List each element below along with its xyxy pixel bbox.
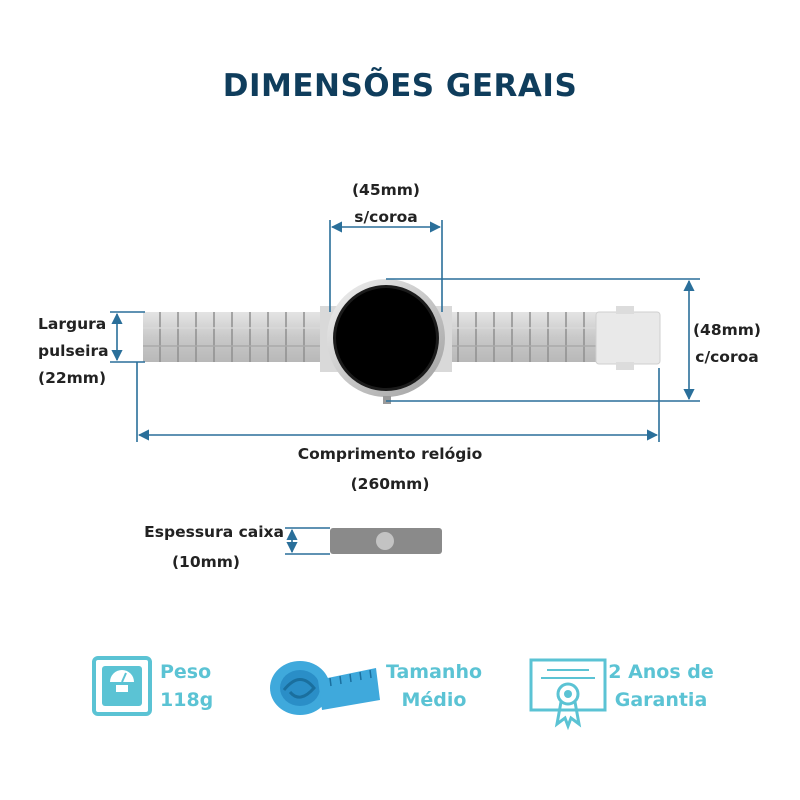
watch-case: [327, 279, 445, 404]
band-value: (22mm): [38, 369, 107, 387]
feature-weight: Peso 118g: [160, 658, 213, 714]
thickness-label: Espessura caixa (10mm): [128, 519, 284, 576]
length-text: Comprimento relógio: [297, 445, 483, 463]
watch-screen: [336, 288, 436, 388]
measuring-tape-icon: [270, 661, 380, 715]
watch-case-side-profile: [330, 528, 442, 554]
thickness-text: Espessura caixa: [144, 523, 284, 541]
thickness-value: (10mm): [171, 553, 241, 571]
page-title: DIMENSÕES GERAIS: [222, 68, 578, 104]
band-width-label: Largura pulseira (22mm): [38, 311, 109, 392]
height-note: c/coroa: [695, 348, 759, 366]
feature-warranty-line2: Garantia: [614, 689, 708, 711]
feature-warranty-line1: 2 Anos de: [608, 661, 714, 683]
watch-band-right: [440, 306, 661, 370]
feature-size: Tamanho Médio: [382, 658, 486, 714]
feature-warranty: 2 Anos de Garantia: [606, 658, 716, 714]
feature-weight-line2: 118g: [160, 689, 214, 711]
certificate-icon: [529, 658, 607, 731]
width-note: s/coroa: [354, 208, 418, 226]
scale-icon: [92, 656, 152, 716]
width-label: (45mm) s/coroa: [328, 177, 444, 231]
length-value: (260mm): [350, 475, 430, 493]
feature-weight-line1: Peso: [160, 661, 212, 683]
length-label: Comprimento relógio (260mm): [270, 441, 510, 498]
feature-size-line1: Tamanho: [385, 661, 483, 683]
height-value: (48mm): [692, 321, 762, 339]
width-value: (45mm): [351, 181, 421, 199]
band-label-line2: pulseira: [38, 342, 109, 360]
watch-crown: [383, 396, 391, 404]
band-label-line1: Largura: [38, 315, 107, 333]
height-label: (48mm) c/coroa: [690, 317, 764, 371]
watch-band-left: [143, 312, 333, 362]
feature-size-line2: Médio: [401, 689, 467, 711]
